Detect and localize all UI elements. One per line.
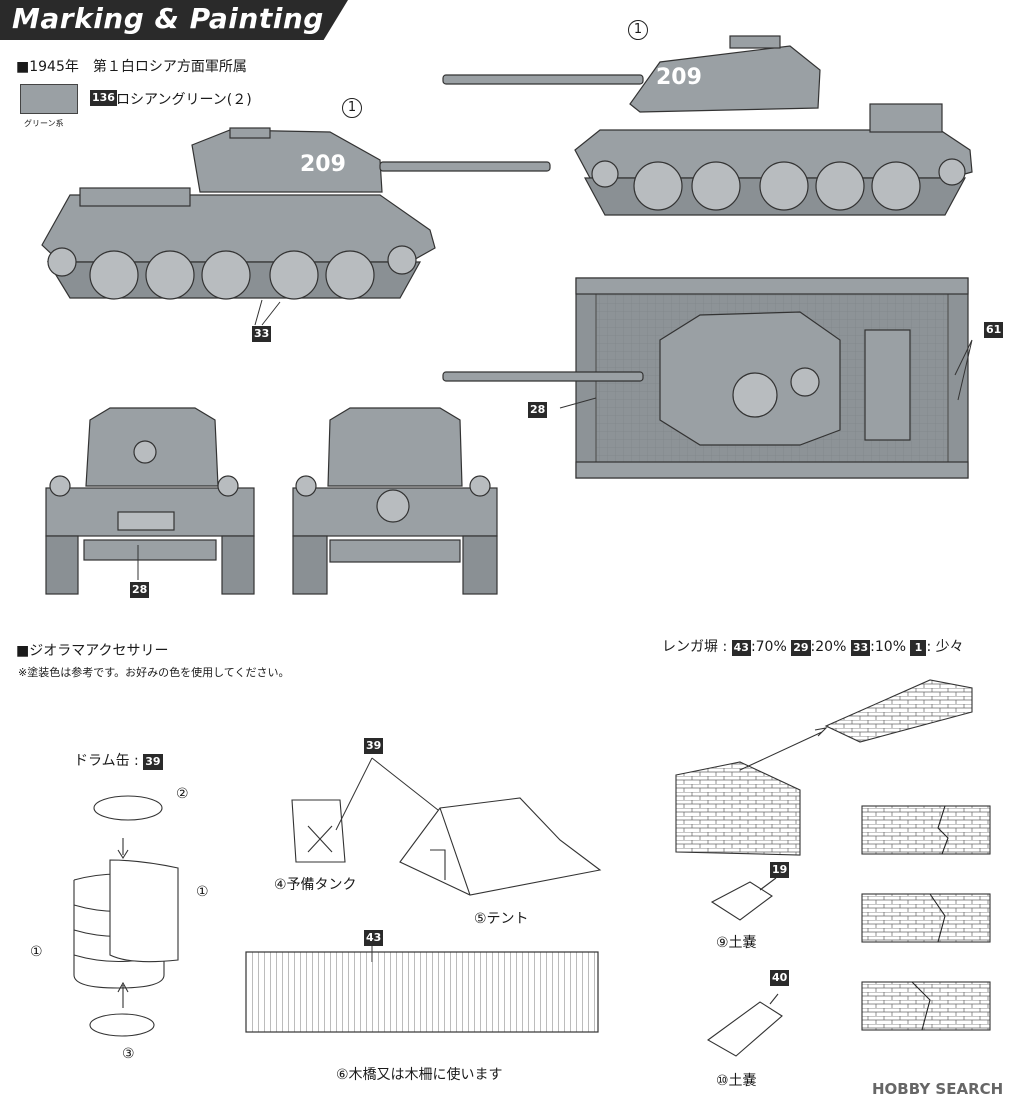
jerrycan-illustration — [291, 799, 346, 863]
top-code-left: 28 — [528, 402, 548, 418]
brick-mix: レンガ塀 : 43:70% 29:20% 33:10% 1: 少々 — [662, 636, 964, 656]
title-band — [0, 0, 348, 40]
tent-code: 39 — [364, 738, 384, 754]
tank-side-left-wheels — [47, 245, 417, 300]
sandbag1-label: ⑨土嚢 — [716, 935, 757, 951]
drum-part-base: ③ — [122, 1046, 135, 1062]
paint-name: ロシアングリーン(２) — [116, 92, 252, 108]
tent-label: ⑤テント — [474, 911, 529, 927]
turret-number-left: 209 — [300, 152, 346, 177]
brick-wall-illustration — [675, 679, 973, 856]
brick-code-2: 29 — [791, 640, 811, 656]
watermark-logo: HOBBY SEARCH — [872, 1080, 1004, 1098]
top-code-right: 61 — [984, 322, 1004, 338]
marking-heading: ■1945年 第１白ロシア方面軍所属 — [16, 59, 247, 75]
drum-illustration — [73, 795, 179, 1037]
brick-label: レンガ塀 : — [662, 639, 728, 655]
plank-sheet — [245, 951, 599, 1033]
brick-amount-3: :10% — [870, 639, 906, 655]
turret-number-right: 209 — [656, 65, 702, 90]
brick-amount-2: :20% — [810, 639, 847, 655]
brick-amount-1: :70% — [750, 639, 787, 655]
sandbag-illustrations — [706, 877, 783, 1057]
decal-marker-right: 1 — [628, 20, 648, 40]
plank-label: ⑥木橋又は木柵に使います — [336, 1067, 503, 1083]
tent-illustration — [399, 797, 602, 896]
drum-part-lid: ② — [176, 786, 189, 802]
jerrycan-label: ④予備タンク — [274, 877, 357, 893]
tank-front-view — [45, 407, 255, 595]
tank-top-view — [442, 277, 969, 479]
swatch-caption: グリーン系 — [24, 119, 64, 128]
tank-rear-view — [292, 407, 498, 595]
drum-label-row: ドラム缶 : 39 — [74, 750, 163, 770]
decal-marker-left: 1 — [342, 98, 362, 118]
sandbag1-code: 19 — [770, 862, 790, 878]
diorama-heading: ■ジオラマアクセサリー — [16, 643, 169, 659]
tank-callout-lines — [137, 299, 973, 580]
color-swatch — [20, 84, 78, 114]
tent-callout-lines — [335, 757, 439, 831]
sandbag2-label: ⑩土嚢 — [716, 1073, 757, 1089]
brick-amount-4: : 少々 — [926, 639, 964, 655]
brick-code-1: 43 — [731, 640, 751, 656]
hatch-code: 28 — [130, 582, 150, 598]
page-title: Marking & Painting — [12, 2, 324, 35]
sandbag2-code: 40 — [770, 970, 790, 986]
drum-part-half-left: ① — [30, 944, 43, 960]
brick-panels — [861, 805, 991, 1031]
brick-code-3: 33 — [850, 640, 871, 656]
track-code: 33 — [252, 326, 272, 342]
plank-code: 43 — [364, 930, 384, 946]
drum-code: 39 — [143, 754, 163, 770]
paint-code: 136 — [90, 90, 117, 106]
tank-side-right-wheels — [591, 158, 966, 211]
drum-label: ドラム缶 : — [74, 753, 139, 769]
brick-code-4: 1 — [910, 640, 927, 656]
diorama-note: ※塗装色は参考です。お好みの色を使用してください。 — [18, 666, 290, 679]
drum-part-half-right: ① — [196, 884, 209, 900]
